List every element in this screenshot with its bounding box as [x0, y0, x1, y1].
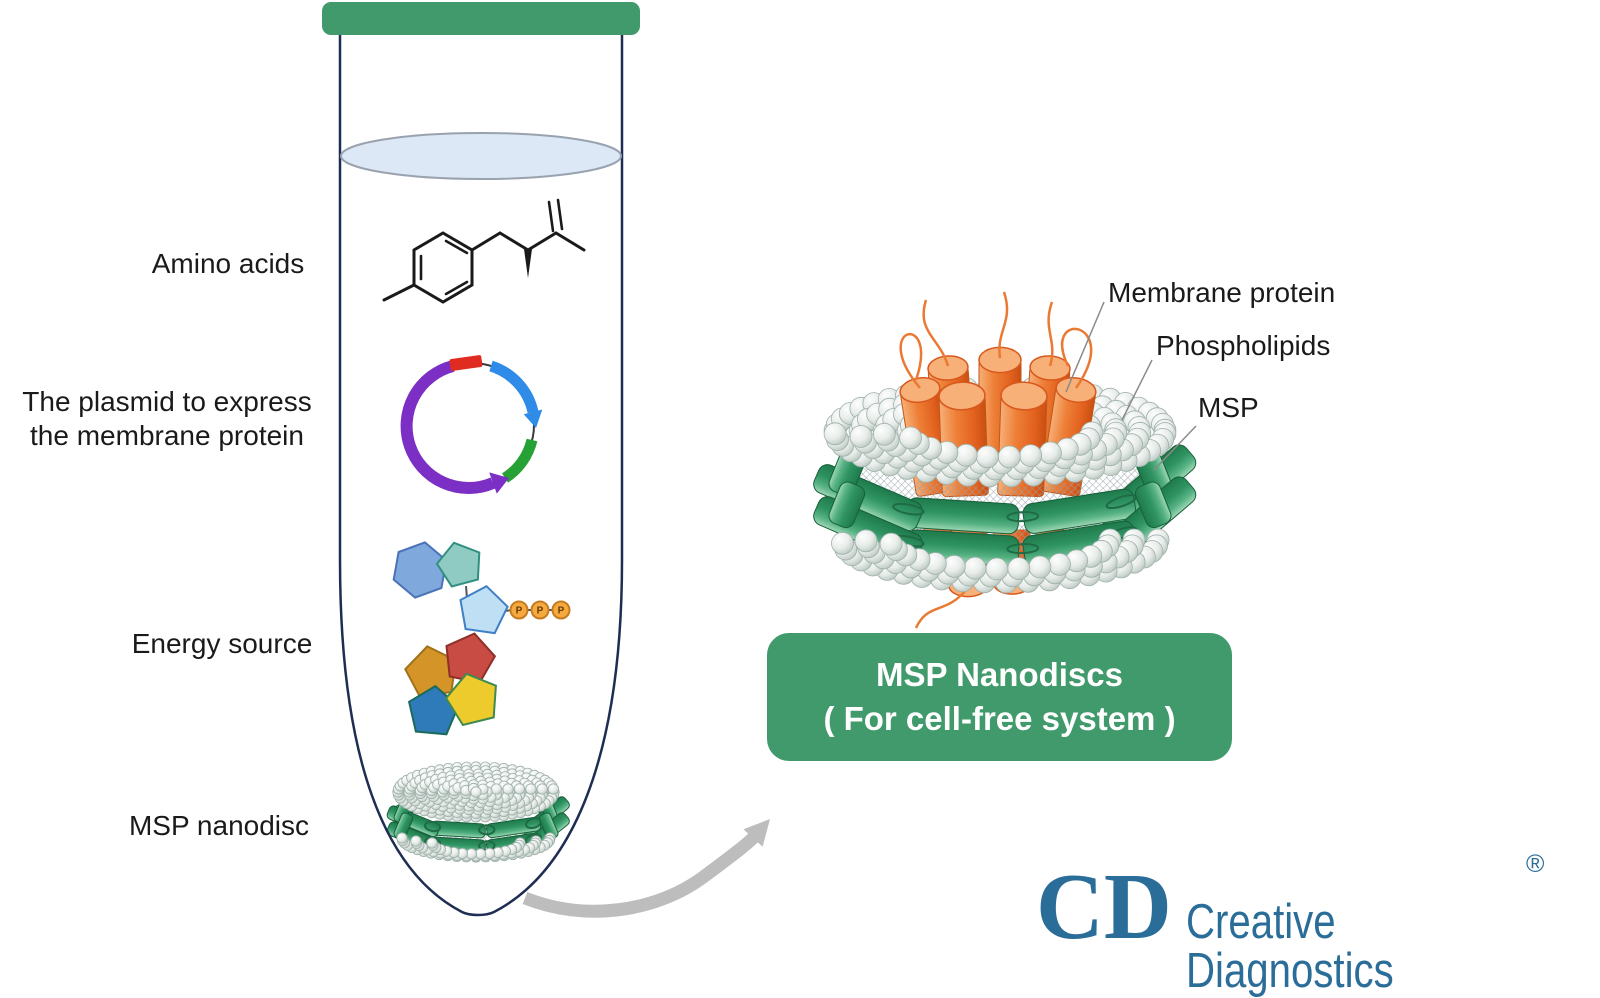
label-plasmid-line1: The plasmid to express [22, 386, 312, 417]
curved-arrow-icon [522, 819, 770, 918]
logo-registered-icon: ® [1526, 850, 1545, 878]
nucleotide-pentagons-icon [404, 632, 497, 736]
tube-outline [338, 35, 624, 917]
leader-line [1065, 301, 1105, 393]
leader-line [1121, 359, 1153, 421]
label-energy-source: Energy source [131, 628, 313, 659]
phosphate-label: P [558, 606, 565, 617]
tube-icon [322, 2, 640, 917]
callout-line2: ( For cell-free system ) [823, 700, 1176, 737]
label-membrane-protein: Membrane protein [1108, 277, 1336, 308]
label-amino-acids: Amino acids [151, 248, 305, 279]
liquid-surface-icon [340, 132, 622, 180]
label-plasmid-line2: the membrane protein [30, 420, 304, 451]
amino-acid-structure-icon [382, 198, 586, 304]
leader-line [1153, 425, 1197, 471]
label-msp: MSP [1198, 392, 1259, 423]
plasmid-icon [400, 355, 543, 495]
msp-nanodisc-small-icon [386, 761, 570, 863]
logo-monogram: CD [1036, 855, 1172, 959]
label-phospholipids: Phospholipids [1156, 330, 1331, 361]
label-msp-nanodisc: MSP nanodisc [128, 810, 310, 841]
msp-nanodisc-large-icon [813, 291, 1197, 629]
logo-name: Creative Diagnostics [1185, 895, 1394, 998]
callout-msp-nanodiscs: MSP Nanodiscs ( For cell-free system ) [767, 633, 1232, 761]
logo: CD Creative Diagnostics [1036, 860, 1600, 996]
leader-lines [1065, 301, 1197, 471]
phosphate-label: P [537, 606, 544, 617]
label-plasmid: The plasmid to express the membrane prot… [22, 385, 311, 453]
phosphate-label: P [516, 606, 523, 617]
tube-cap-icon [322, 2, 640, 35]
callout-line1: MSP Nanodiscs [876, 656, 1123, 693]
